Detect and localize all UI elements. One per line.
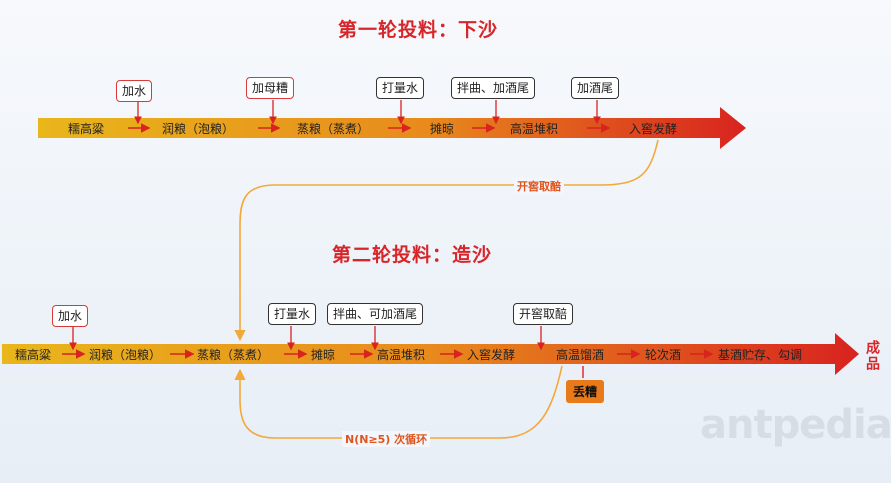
cycle-label: N(N≥5) 次循环 — [342, 431, 431, 447]
round2-step: 蒸粮（蒸煮） — [197, 348, 270, 362]
round1-add-yeast-tail: 拌曲、加酒尾 — [451, 77, 536, 99]
round2-add-yeast-optional-tail: 拌曲、可加酒尾 — [327, 303, 424, 325]
round1-add-measured-water: 打量水 — [376, 77, 425, 99]
round2-step: 糯高粱 — [15, 348, 52, 362]
round2-band-arrow — [2, 333, 859, 375]
round1-title: 第一轮投料：下沙 — [338, 19, 499, 41]
round2-add-measured-water: 打量水 — [268, 303, 317, 325]
round2-step: 摊晾 — [311, 348, 336, 362]
round2-open-cellar: 开窖取醅 — [513, 303, 574, 325]
round2-title: 第二轮投料：造沙 — [332, 244, 493, 266]
round1-step: 高温堆积 — [510, 122, 559, 136]
round2-add-water: 加水 — [52, 305, 89, 327]
round2-step: 高温堆积 — [377, 348, 426, 362]
round1-step: 糯高粱 — [68, 122, 105, 136]
round1-step: 润粮（泡粮） — [162, 122, 235, 136]
round2-step: 润粮（泡粮） — [89, 348, 162, 362]
transfer-label: 开窖取醅 — [514, 178, 564, 194]
product-label: 成品 — [864, 340, 880, 372]
round2-step: 轮次酒 — [645, 348, 682, 362]
round1-add-mother-grain: 加母糟 — [246, 77, 295, 99]
round1-add-tail: 加酒尾 — [571, 77, 620, 99]
discard-box: 丢糟 — [566, 380, 605, 403]
round1-add-water: 加水 — [116, 80, 153, 102]
round2-step: 高温馏酒 — [556, 348, 605, 362]
watermark-logo: antpedia — [700, 402, 891, 448]
cycle-loop-line — [234, 365, 563, 439]
round1-step: 摊晾 — [430, 122, 455, 136]
round2-step: 入窖发酵 — [467, 348, 516, 362]
transfer-loop-line — [234, 139, 659, 342]
round1-step: 入窖发酵 — [629, 122, 678, 136]
round1-step: 蒸粮（蒸煮） — [297, 122, 370, 136]
round2-step: 基酒贮存、勾调 — [718, 348, 803, 362]
